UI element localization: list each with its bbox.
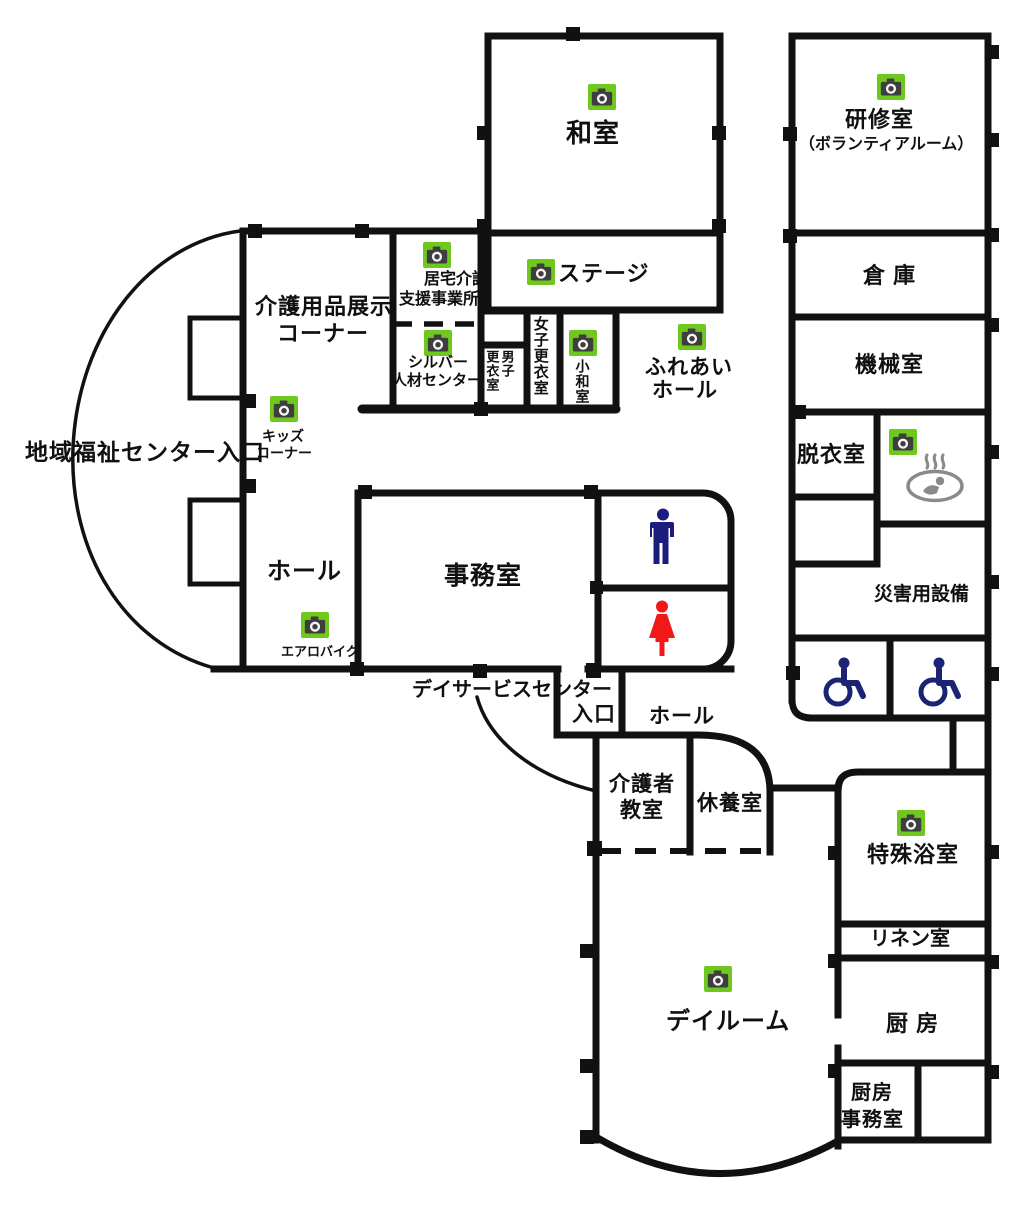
label-dayservice-entrance-2: 入口 xyxy=(572,703,616,726)
room-label-jimushitsu: 事務室 xyxy=(444,562,523,590)
room-label-kids-1: キッズ xyxy=(262,428,304,444)
room-label-stage: ステージ xyxy=(558,261,650,286)
room-label-dayroom: デイルーム xyxy=(666,1008,791,1035)
label-aerobike: エアロバイク xyxy=(281,644,359,659)
room-label-tenji-2: コーナー xyxy=(277,321,370,346)
camera-icon[interactable] xyxy=(877,74,905,100)
room-label-kyotaku-1: 居宅介護 xyxy=(424,271,489,288)
room-label-volunteer-room: （ボランティアルーム） xyxy=(799,136,974,153)
male-toilet-icon xyxy=(646,508,680,571)
camera-icon[interactable] xyxy=(527,259,555,285)
female-toilet-icon xyxy=(644,600,680,661)
room-label-kaigosha-1: 介護者 xyxy=(609,773,675,796)
room-label-kaigosha-2: 教室 xyxy=(620,799,664,822)
room-label-kids-2: コーナー xyxy=(256,445,312,461)
pillar-marks xyxy=(244,27,999,1144)
camera-icon[interactable] xyxy=(301,612,329,638)
room-label-kyotaku-2: 支援事業所 xyxy=(399,291,480,308)
room-label-chubo-jimu-2: 事務室 xyxy=(841,1109,904,1131)
camera-icon[interactable] xyxy=(588,84,616,110)
camera-icon[interactable] xyxy=(569,330,597,356)
label-main-entrance: 地域福祉センター入口 xyxy=(25,439,265,465)
room-label-saigai: 災害用設備 xyxy=(874,584,970,605)
camera-icon[interactable] xyxy=(889,429,917,455)
camera-icon[interactable] xyxy=(897,810,925,836)
room-label-chubo-jimu-1: 厨房 xyxy=(851,1082,893,1104)
room-label-hall-1: ホール xyxy=(267,558,342,585)
camera-icon[interactable] xyxy=(424,330,452,356)
room-label-silver-2: 人材センター xyxy=(392,372,483,389)
room-label-kowashitsu: 小和室 xyxy=(574,359,591,404)
room-label-joshi-koishitsu: 女子更衣室 xyxy=(531,316,549,396)
label-dayservice-entrance-1: デイサービスセンター xyxy=(412,679,612,701)
room-label-fureai-1: ふれあい xyxy=(645,356,733,379)
room-label-tenji-1: 介護用品展示 xyxy=(255,294,394,319)
room-label-tokushu-yokushitsu: 特殊浴室 xyxy=(867,842,960,867)
room-label-linen: リネン室 xyxy=(870,928,950,950)
room-label-kyuyoshitsu: 休養室 xyxy=(697,792,763,815)
room-label-souko: 倉 庫 xyxy=(863,263,917,288)
room-label-hall-2: ホール xyxy=(649,705,715,728)
camera-icon[interactable] xyxy=(423,242,451,268)
room-label-fureai-2: ホール xyxy=(652,379,718,402)
wheelchair-icon xyxy=(912,656,962,713)
room-label-datsuishitsu: 脱衣室 xyxy=(797,442,867,467)
room-label-kikaishitsu: 機械室 xyxy=(855,352,925,377)
hot-spring-icon xyxy=(903,450,967,509)
room-label-washitsu: 和室 xyxy=(566,118,621,148)
room-label-silver-1: シルバー xyxy=(408,354,469,371)
camera-icon[interactable] xyxy=(270,396,298,422)
room-label-chubo: 厨 房 xyxy=(886,1011,940,1036)
camera-icon[interactable] xyxy=(704,966,732,992)
room-label-kenshushitsu: 研修室 xyxy=(845,107,915,132)
room-label-danshi-koishitsu: 男子 更衣室 xyxy=(484,350,515,392)
wheelchair-icon xyxy=(817,656,867,713)
camera-icon[interactable] xyxy=(678,324,706,350)
